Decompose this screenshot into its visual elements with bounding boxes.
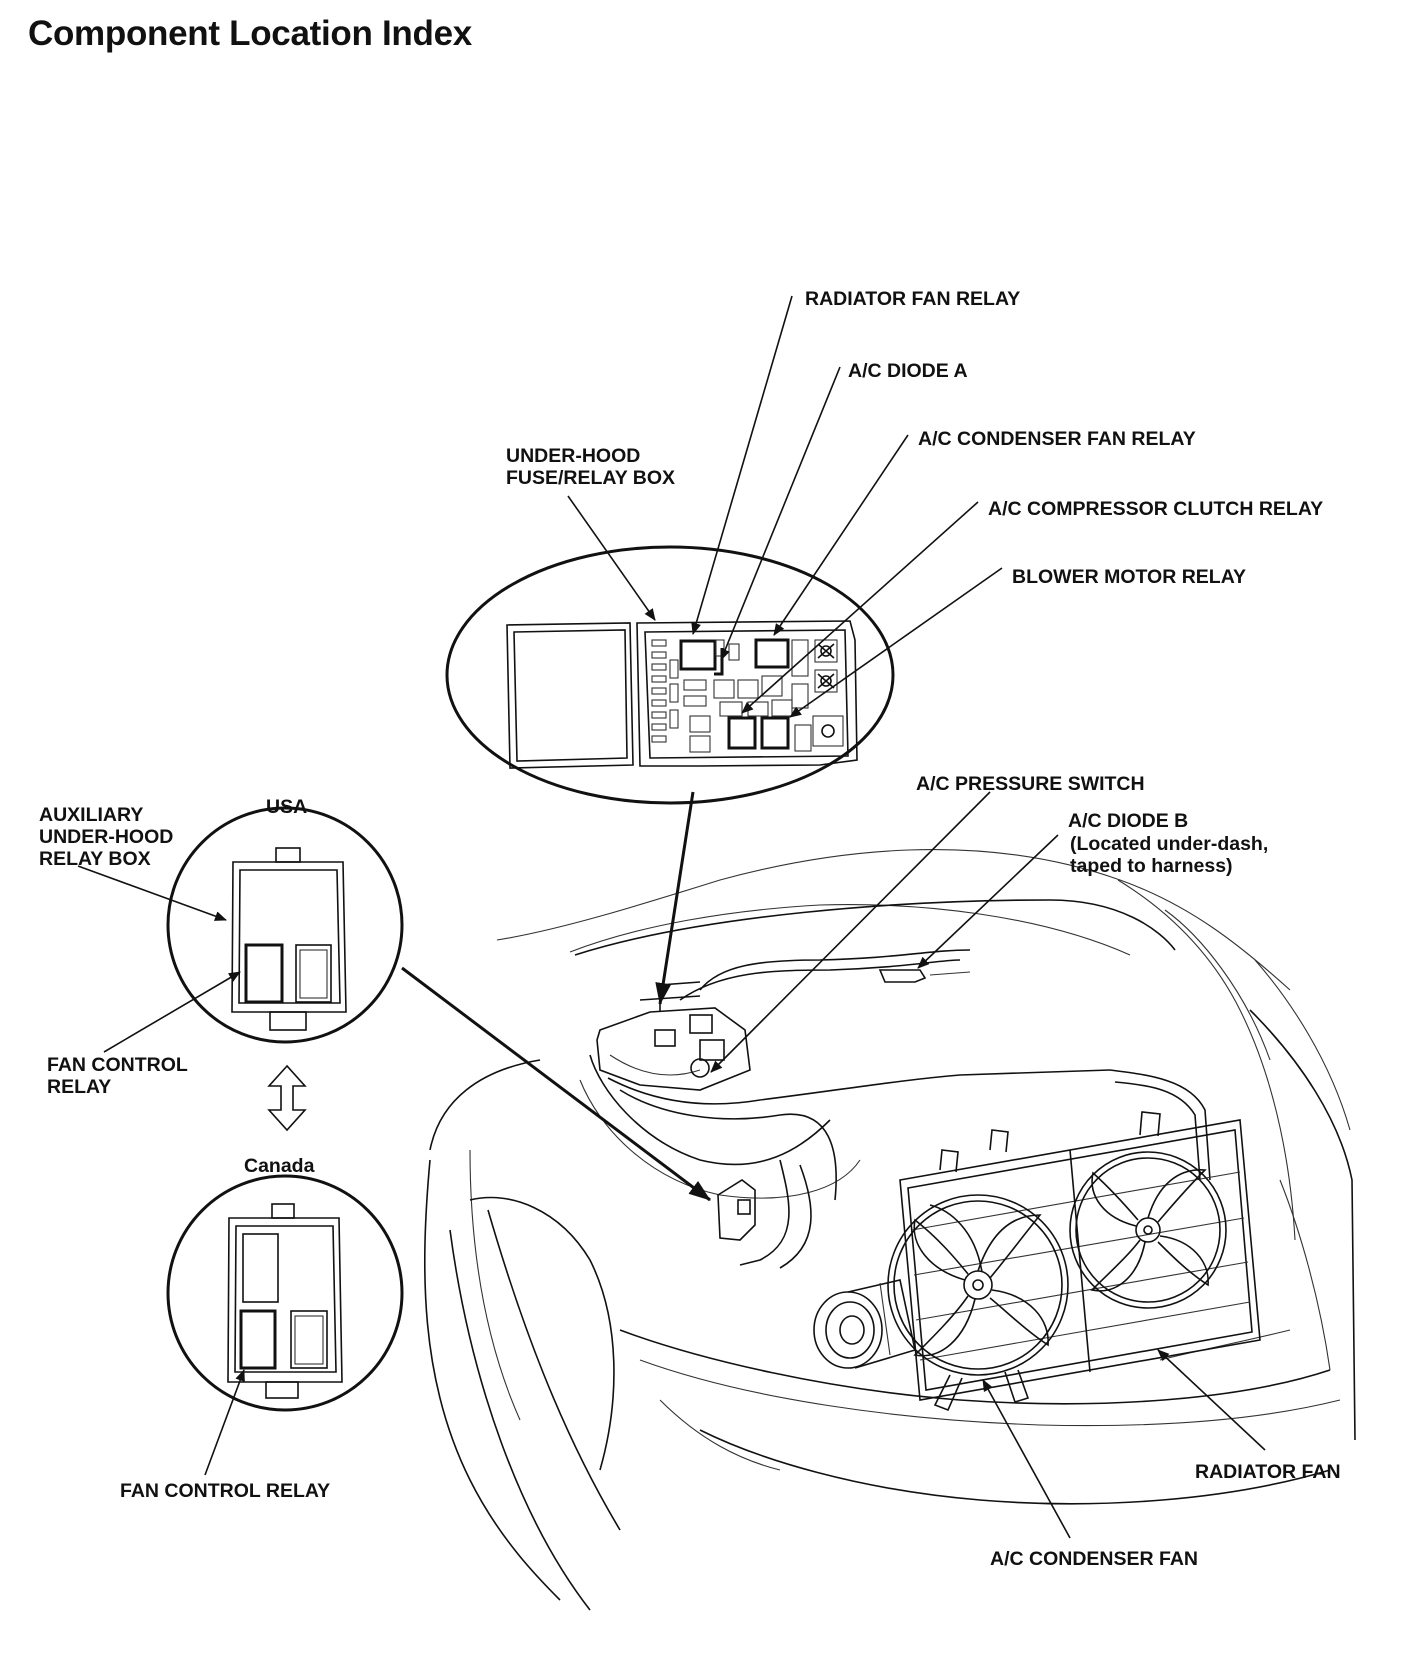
- page-title: Component Location Index: [28, 14, 472, 53]
- label-canada: Canada: [244, 1155, 315, 1177]
- vehicle-auxiliary-relay-box: [717, 1179, 756, 1241]
- label-under-hood-box-line2: FUSE/RELAY BOX: [506, 467, 675, 489]
- radiator-assembly: [899, 1111, 1261, 1401]
- label-ac-compressor-clutch-relay: A/C COMPRESSOR CLUTCH RELAY: [988, 498, 1323, 520]
- label-ac-diode-b-line3: taped to harness): [1070, 855, 1233, 877]
- label-auxiliary-box-line2: UNDER-HOOD: [39, 826, 173, 848]
- under-hood-fuse-relay-box-detail: [445, 545, 895, 805]
- labels: RADIATOR FAN RELAY A/C DIODE A A/C CONDE…: [39, 288, 1341, 1570]
- ac-condenser-fan-drawing: [887, 1194, 1069, 1412]
- label-ac-diode-b-line2: (Located under-dash,: [1070, 833, 1268, 855]
- label-ac-condenser-fan-relay: A/C CONDENSER FAN RELAY: [918, 428, 1196, 450]
- canada-auxiliary-relay-box-detail: [166, 1174, 404, 1412]
- wiring-harness: [607, 949, 1211, 1269]
- label-radiator-fan-relay: RADIATOR FAN RELAY: [805, 288, 1020, 310]
- label-blower-motor-relay: BLOWER MOTOR RELAY: [1012, 566, 1246, 588]
- swap-arrow-icon: [267, 1064, 307, 1132]
- label-fan-control-relay-usa-line1: FAN CONTROL: [47, 1054, 188, 1076]
- label-auxiliary-box-line1: AUXILIARY: [39, 804, 143, 826]
- label-radiator-fan: RADIATOR FAN: [1195, 1461, 1341, 1483]
- label-under-hood-box-line1: UNDER-HOOD: [506, 445, 640, 467]
- label-ac-condenser-fan: A/C CONDENSER FAN: [990, 1548, 1198, 1570]
- label-ac-diode-b-line1: A/C DIODE B: [1068, 810, 1188, 832]
- label-fan-control-relay-usa-line2: RELAY: [47, 1076, 111, 1098]
- label-ac-diode-a: A/C DIODE A: [848, 360, 968, 382]
- label-usa: USA: [266, 796, 307, 818]
- ac-compressor-drawing: [813, 1279, 916, 1369]
- label-ac-pressure-switch: A/C PRESSURE SWITCH: [916, 773, 1145, 795]
- vehicle-front-drawing: [423, 849, 1356, 1611]
- vehicle-fuse-box: [596, 981, 751, 1091]
- radiator-fan-drawing: [1069, 1151, 1227, 1309]
- leader-lines: [77, 295, 1266, 1539]
- usa-auxiliary-relay-box-detail: [166, 806, 404, 1044]
- label-fan-control-relay-canada: FAN CONTROL RELAY: [120, 1480, 330, 1502]
- label-auxiliary-box-line3: RELAY BOX: [39, 848, 151, 870]
